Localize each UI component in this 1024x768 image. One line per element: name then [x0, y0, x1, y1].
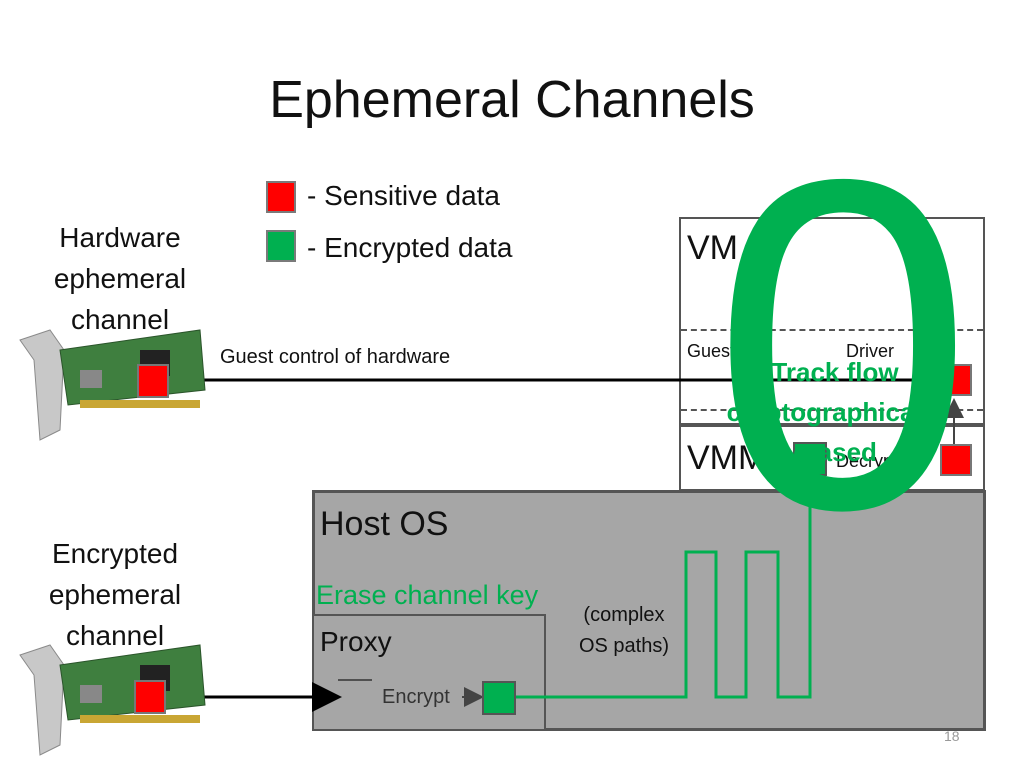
encrypted-channel-label: Encrypted ephemeral channel: [35, 533, 195, 656]
guest-control-label: Guest control of hardware: [220, 346, 451, 368]
overlay-caption: Track flow cryptographically erased: [700, 352, 970, 472]
hardware-channel-line2: ephemeral: [53, 263, 187, 294]
proxy-title: Proxy: [320, 626, 392, 657]
vmm-box: VMM Decrypt: [679, 425, 985, 491]
hardware-channel-line1: Hardware: [59, 222, 181, 253]
guest-os-label: Guest OS: [687, 341, 767, 361]
host-os-title: Host OS: [320, 505, 449, 543]
decrypted-sensitive-square: [940, 444, 972, 476]
network-card-icon: [19, 644, 206, 756]
nic2-sensitive-square: [134, 680, 166, 714]
legend-encrypted-swatch: [266, 230, 296, 262]
complex-paths-label: (complex OS paths): [574, 600, 674, 662]
encrypted-channel-line3: channel: [65, 620, 165, 651]
overlay-zero: 0: [712, 82, 974, 607]
vm-divider: [681, 329, 983, 331]
vm-box: VM Guest OS Driver: [679, 217, 985, 425]
vmm-encrypted-square: [793, 442, 827, 476]
decrypt-label: Decrypt: [836, 451, 899, 471]
vm-divider-2: [681, 409, 983, 411]
vmm-title: VMM: [687, 439, 767, 477]
driver-label: Driver: [846, 341, 894, 361]
page-title: Ephemeral Channels: [269, 71, 755, 129]
legend-sensitive-swatch: [266, 181, 296, 213]
os-path-line: [516, 470, 825, 699]
driver-sensitive-square: [940, 364, 972, 396]
vm-title: VM: [687, 229, 738, 267]
encrypted-channel-line2: ephemeral: [48, 579, 182, 610]
overlay-line3: erased: [793, 437, 877, 467]
proxy-box: Proxy Encrypt: [312, 614, 546, 731]
complex-paths-line1: (complex: [583, 604, 665, 626]
overlay-line1: Track flow: [771, 357, 899, 387]
hardware-channel-line3: channel: [70, 304, 170, 335]
proxy-encrypted-square: [482, 681, 516, 715]
legend-sensitive-label: - Sensitive data: [307, 180, 500, 211]
encrypted-channel-line1: Encrypted: [51, 538, 179, 569]
complex-paths-line2: OS paths): [578, 635, 670, 657]
nic1-sensitive-square: [137, 364, 169, 398]
network-card-icon: [19, 329, 206, 441]
hardware-channel-label: Hardware ephemeral channel: [40, 217, 200, 340]
encrypt-label: Encrypt: [382, 686, 450, 708]
erase-channel-key-label: Erase channel key: [316, 580, 539, 610]
overlay-line2: cryptographically: [726, 397, 944, 427]
legend-encrypted-label: - Encrypted data: [307, 232, 513, 263]
page-number: 18: [944, 728, 960, 744]
